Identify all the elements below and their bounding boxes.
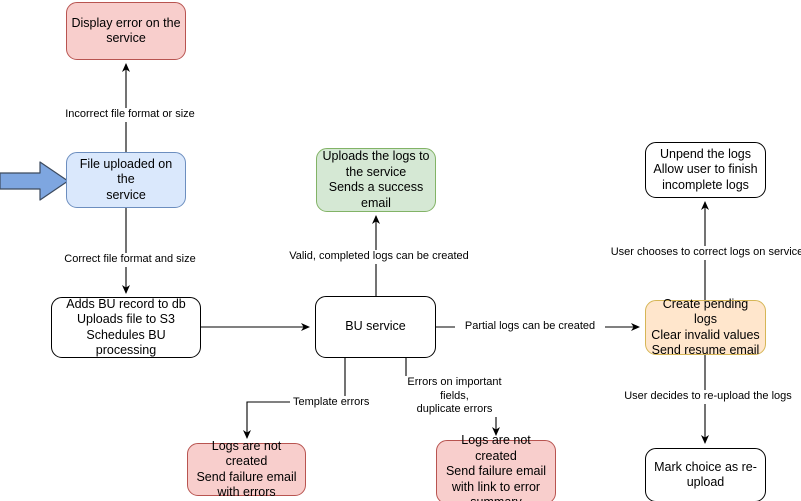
node-create-pending-logs[interactable]: Create pending logs Clear invalid values…	[645, 297, 766, 357]
node-adds-bu-record[interactable]: Adds BU record to db Uploads file to S3 …	[51, 297, 201, 358]
edge-label-important-errors: Errors on important fields, duplicate er…	[389, 376, 520, 417]
edge-label-valid-logs: Valid, completed logs can be created	[280, 250, 478, 264]
node-uploads-logs[interactable]: Uploads the logs to the service Sends a …	[316, 148, 436, 212]
node-unpend-logs[interactable]: Unpend the logs Allow user to finish inc…	[645, 142, 766, 198]
edge-label-template-errors: Template errors	[290, 396, 382, 410]
node-file-uploaded[interactable]: File uploaded on the service	[66, 152, 186, 208]
edge-label-partial-logs: Partial logs can be created	[455, 320, 605, 334]
node-bu-service[interactable]: BU service	[315, 296, 436, 358]
incoming-flow-arrow	[0, 160, 70, 202]
edge-label-incorrect-format: Incorrect file format or size	[54, 108, 206, 122]
node-logs-not-created-template[interactable]: Logs are not created Send failure email …	[187, 439, 306, 499]
edge-label-user-corrects: User chooses to correct logs on service	[607, 246, 801, 260]
edge-label-correct-format: Correct file format and size	[56, 253, 204, 267]
edge-label-user-reuploads: User decides to re-upload the logs	[617, 390, 799, 404]
node-mark-reupload[interactable]: Mark choice as re- upload	[645, 448, 766, 501]
node-logs-not-created-fields[interactable]: Logs are not created Send failure email …	[436, 433, 556, 501]
node-display-error[interactable]: Display error on the service	[66, 2, 186, 60]
